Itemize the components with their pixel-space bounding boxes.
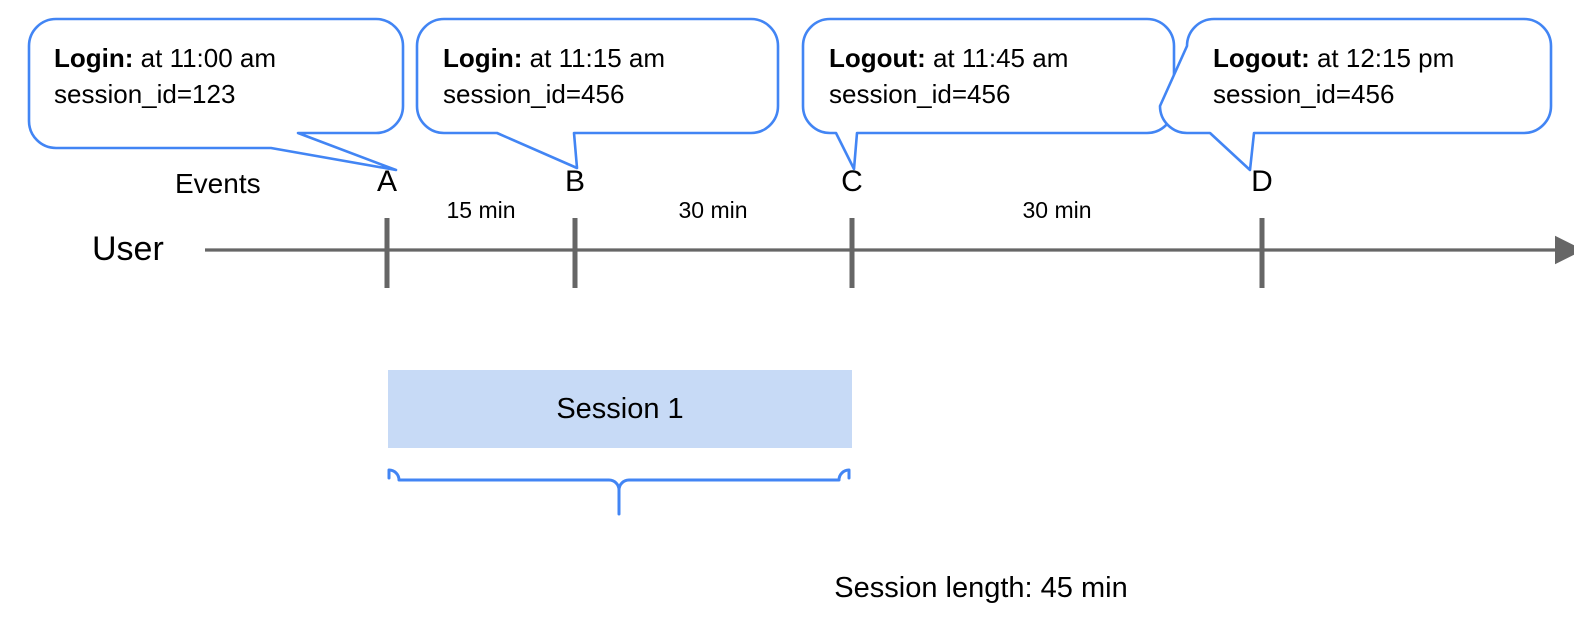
callout-shape-1 bbox=[27, 17, 405, 172]
callout-event-3: Logout: bbox=[829, 43, 926, 73]
callout-time-4: at 12:15 pm bbox=[1316, 43, 1455, 73]
callout-event-1: Login: bbox=[54, 43, 134, 73]
session-length-caption: Session length: 45 min bbox=[0, 572, 1574, 605]
events-row-label: Events bbox=[175, 168, 261, 199]
callout-time-1: at 11:00 am bbox=[140, 43, 277, 73]
session-brace bbox=[387, 468, 851, 492]
duration-label-a-b: 15 min bbox=[446, 197, 516, 223]
user-row-label: User bbox=[92, 230, 164, 268]
duration-label-c-d: 30 min bbox=[1022, 197, 1092, 223]
callout-session-id-4: session_id=456 bbox=[1213, 79, 1395, 109]
duration-label-b-c: 30 min bbox=[678, 197, 748, 223]
session-box-label: Session 1 bbox=[556, 392, 684, 425]
callout-event-4: Logout: bbox=[1213, 43, 1310, 73]
callout-event-2: Login: bbox=[443, 43, 523, 73]
event-label-b: B bbox=[564, 165, 585, 198]
callout-bubble-1 bbox=[27, 17, 405, 172]
callout-session-id-3: session_id=456 bbox=[829, 79, 1011, 109]
event-label-c: C bbox=[841, 165, 863, 198]
callout-text-2: Login: at 11:15 am session_id=456 bbox=[443, 40, 665, 112]
event-label-d: D bbox=[1251, 165, 1273, 198]
callout-time-3: at 11:45 am bbox=[932, 43, 1069, 73]
callout-session-id-1: session_id=123 bbox=[54, 79, 236, 109]
callout-session-id-2: session_id=456 bbox=[443, 79, 625, 109]
event-label-a: A bbox=[376, 165, 397, 198]
callout-bubble-2 bbox=[415, 17, 780, 170]
session-box: Session 1 bbox=[388, 370, 852, 448]
callout-text-4: Logout: at 12:15 pm session_id=456 bbox=[1213, 40, 1454, 112]
callout-shape-4 bbox=[1158, 17, 1553, 172]
callout-shape-2 bbox=[415, 17, 780, 170]
callout-text-3: Logout: at 11:45 am session_id=456 bbox=[829, 40, 1068, 112]
callout-text-1: Login: at 11:00 am session_id=123 bbox=[54, 40, 276, 112]
callout-bubble-4 bbox=[1158, 17, 1553, 172]
callout-time-2: at 11:15 am bbox=[529, 43, 666, 73]
session-length-text: Session length: 45 min bbox=[834, 572, 1128, 604]
